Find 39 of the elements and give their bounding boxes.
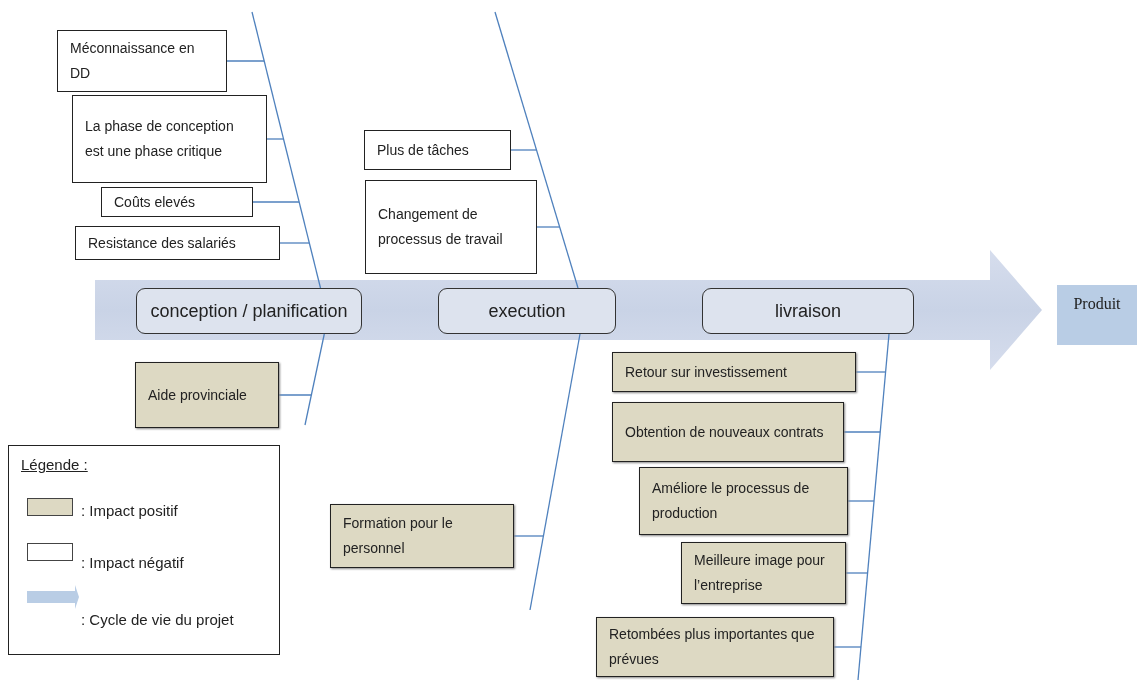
cause-box: Améliore le processus de production (639, 467, 848, 535)
cause-box: Resistance des salariés (75, 226, 280, 260)
result-box: Produit (1057, 285, 1137, 345)
connector-line (279, 242, 310, 244)
bone-line (529, 333, 581, 611)
connector-line (845, 572, 869, 574)
connector-line (278, 394, 313, 396)
connector-line (226, 60, 265, 62)
connector-line (536, 226, 561, 228)
bone-line (857, 333, 890, 681)
legend-title: Légende : (21, 456, 88, 473)
legend-text: : Impact positif (81, 502, 178, 519)
legend-text: : Cycle de vie du projet (81, 611, 234, 628)
bone-line (304, 333, 325, 426)
legend-text: : Impact négatif (81, 554, 184, 571)
cause-box: Plus de tâches (364, 130, 511, 170)
cause-box: Obtention de nouveaux contrats (612, 402, 844, 462)
phase-box: execution (438, 288, 616, 334)
connector-line (510, 149, 538, 151)
cause-box: La phase de conception est une phase critique (72, 95, 267, 183)
cause-box: Aide provinciale (135, 362, 279, 428)
cause-box: Changement de processus de travail (365, 180, 537, 274)
bone-line (494, 11, 579, 289)
connector-line (252, 201, 300, 203)
cause-box: Meilleure image pour l’entreprise (681, 542, 846, 604)
bone-line (251, 11, 322, 289)
connector-line (513, 535, 545, 537)
phase-box: livraison (702, 288, 914, 334)
cause-box: Méconnaissance en DD (57, 30, 227, 92)
connector-line (855, 371, 887, 373)
connector-line (847, 500, 875, 502)
cause-box: Coûts elevés (101, 187, 253, 217)
cause-box: Formation pour le personnel (330, 504, 514, 568)
cause-box: Retour sur investissement (612, 352, 856, 392)
connector-line (833, 646, 862, 648)
connector-line (843, 431, 881, 433)
connector-line (266, 138, 285, 140)
cause-box: Retombées plus importantes que prévues (596, 617, 834, 677)
phase-box: conception / planification (136, 288, 362, 334)
